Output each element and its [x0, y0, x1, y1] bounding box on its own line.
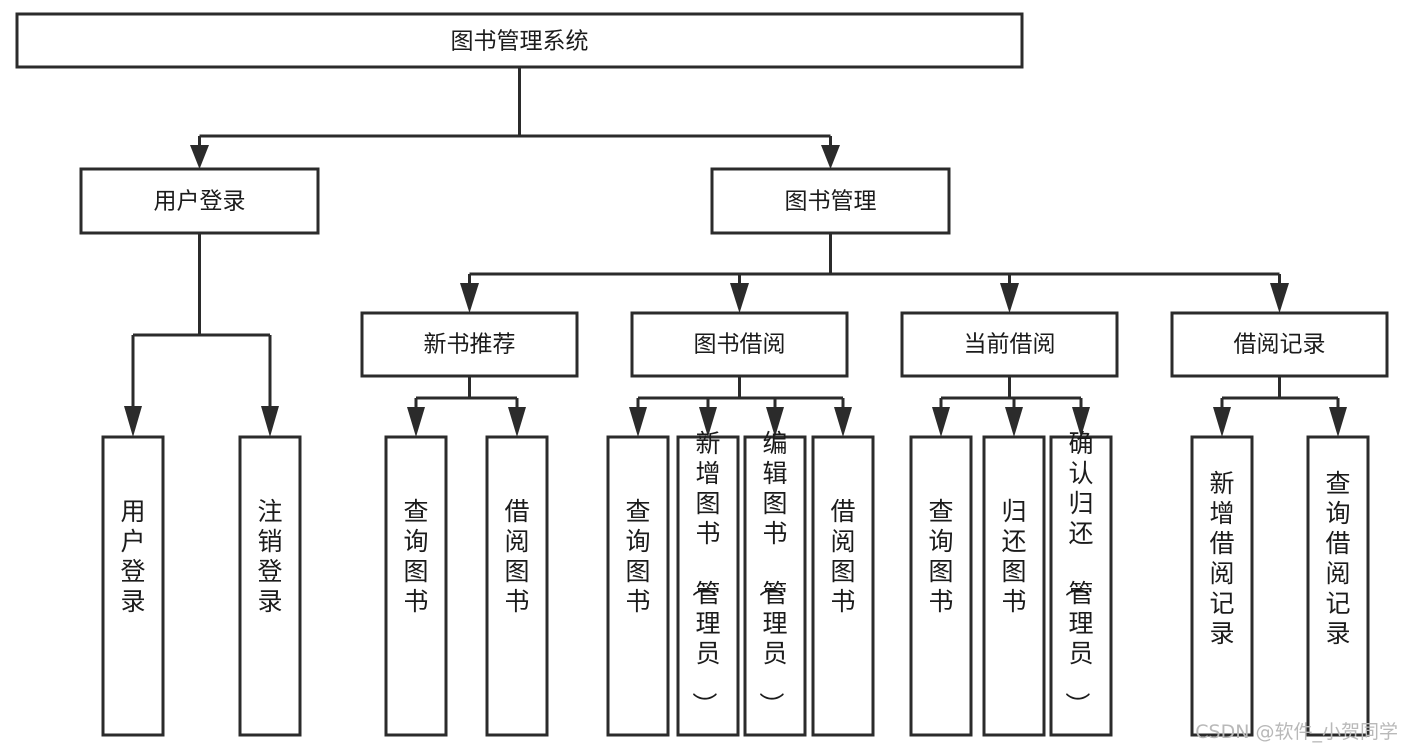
leaf-borrow-book-borrowing[interactable]: 借阅图书: [811, 435, 875, 737]
node-book-management[interactable]: 图书管理: [710, 167, 951, 235]
node-book-management-box[interactable]: [710, 167, 951, 235]
leaf-add-book-admin-label: 新增图书（管理员）: [689, 429, 720, 717]
leaf-logout[interactable]: 注销登录: [238, 435, 302, 737]
leaf-query-borrow-record-box[interactable]: [1306, 435, 1370, 737]
arrow-head-leaf-logout: [261, 406, 279, 437]
node-user-login-box[interactable]: [79, 167, 320, 235]
arrow-head-leaf-query-book-3: [932, 407, 950, 437]
node-borrow-records-box[interactable]: [1170, 311, 1389, 378]
node-book-borrowing[interactable]: 图书借阅: [630, 311, 849, 378]
node-new-book-recommend-label: 新书推荐: [424, 332, 516, 358]
leaf-confirm-return-admin[interactable]: 确认归还（管理员）: [1049, 429, 1113, 737]
node-new-book-recommend[interactable]: 新书推荐: [360, 311, 579, 378]
leaf-borrow-book-newbook-label: 借阅图书: [504, 497, 529, 616]
arrow-head-leaf-borrow-book-2: [834, 407, 852, 437]
leaf-user-login[interactable]: 用户登录: [101, 435, 165, 737]
leaf-borrow-book-newbook[interactable]: 借阅图书: [485, 435, 549, 737]
node-book-management-label: 图书管理: [785, 189, 877, 215]
node-user-login-label: 用户登录: [154, 189, 246, 215]
leaf-return-book-box[interactable]: [982, 435, 1046, 737]
arrow-head-leaf-add-record: [1213, 407, 1231, 437]
node-root-label: 图书管理系统: [451, 29, 589, 55]
leaf-edit-book-admin[interactable]: 编辑图书（管理员）: [743, 429, 807, 737]
node-book-borrowing-box[interactable]: [630, 311, 849, 378]
arrow-head-borrow-record: [1270, 283, 1289, 313]
leaf-return-book-label: 归还图书: [1001, 497, 1026, 616]
leaf-query-book-borrowing-label: 查询图书: [625, 497, 650, 616]
leaf-query-book-current-label: 查询图书: [928, 497, 953, 616]
leaf-add-borrow-record-label: 新增借阅记录: [1209, 469, 1234, 648]
leaf-query-book-borrowing[interactable]: 查询图书: [606, 435, 670, 737]
leaf-query-book-newbook-label: 查询图书: [403, 497, 428, 616]
leaf-query-book-current[interactable]: 查询图书: [909, 435, 973, 737]
arrow-head-leaf-user-login: [124, 406, 142, 437]
leaf-user-login-label: 用户登录: [120, 497, 145, 616]
node-current-borrowing-box[interactable]: [900, 311, 1119, 378]
node-user-login[interactable]: 用户登录: [79, 167, 320, 235]
connector-layer: [124, 67, 1347, 437]
leaf-confirm-return-admin-box[interactable]: [1049, 435, 1113, 737]
leaf-user-login-box[interactable]: [101, 435, 165, 737]
leaf-add-borrow-record-box[interactable]: [1190, 435, 1254, 737]
leaf-query-book-current-box[interactable]: [909, 435, 973, 737]
leaf-query-book-newbook-box[interactable]: [384, 435, 448, 737]
leaf-query-book-newbook[interactable]: 查询图书: [384, 435, 448, 737]
arrow-head-leaf-add-book: [699, 407, 717, 437]
node-root-system[interactable]: 图书管理系统: [15, 12, 1024, 69]
node-root-box[interactable]: [15, 12, 1024, 69]
arrow-head-current-borrow: [1000, 283, 1019, 313]
leaf-return-book[interactable]: 归还图书: [982, 435, 1046, 737]
leaf-add-book-admin[interactable]: 新增图书（管理员）: [676, 429, 740, 737]
leaf-query-borrow-record-label: 查询借阅记录: [1325, 469, 1350, 648]
leaf-edit-book-admin-box[interactable]: [743, 435, 807, 737]
leaf-logout-box[interactable]: [238, 435, 302, 737]
node-new-book-recommend-box[interactable]: [360, 311, 579, 378]
arrow-head-user-login: [190, 145, 209, 169]
leaf-borrow-book-newbook-box[interactable]: [485, 435, 549, 737]
node-borrow-records[interactable]: 借阅记录: [1170, 311, 1389, 378]
leaf-logout-label: 注销登录: [257, 497, 282, 616]
node-borrow-records-label: 借阅记录: [1234, 332, 1326, 358]
arrow-head-leaf-edit-book: [766, 407, 784, 437]
arrow-head-leaf-return-book: [1005, 407, 1023, 437]
leaf-borrow-book-borrowing-box[interactable]: [811, 435, 875, 737]
leaf-confirm-return-admin-label: 确认归还（管理员）: [1062, 429, 1093, 717]
leaf-layer: 用户登录 注销登录 查询图书 借阅图书 查询图书 新增图书（管理员） 编辑图书（…: [101, 429, 1370, 737]
arrow-head-leaf-query-book-1: [407, 407, 425, 437]
csdn-watermark: CSDN @软件_小贺同学: [1195, 721, 1398, 743]
arrow-head-book-borrow: [730, 283, 749, 313]
arrow-head-book-mgmt: [821, 145, 840, 169]
node-current-borrowing-label: 当前借阅: [964, 332, 1056, 358]
arrow-head-leaf-query-record: [1329, 407, 1347, 437]
leaf-query-borrow-record[interactable]: 查询借阅记录: [1306, 435, 1370, 737]
node-book-borrowing-label: 图书借阅: [694, 332, 786, 358]
arrow-head-leaf-confirm-return: [1072, 407, 1090, 437]
node-current-borrowing[interactable]: 当前借阅: [900, 311, 1119, 378]
leaf-borrow-book-borrowing-label: 借阅图书: [830, 497, 855, 616]
leaf-edit-book-admin-label: 编辑图书（管理员）: [756, 429, 787, 717]
leaf-add-book-admin-box[interactable]: [676, 435, 740, 737]
arrow-head-new-book-rec: [460, 283, 479, 313]
leaf-add-borrow-record[interactable]: 新增借阅记录: [1190, 435, 1254, 737]
arrow-head-leaf-borrow-book-1: [508, 407, 526, 437]
leaf-query-book-borrowing-box[interactable]: [606, 435, 670, 737]
arrow-head-leaf-query-book-2: [629, 407, 647, 437]
